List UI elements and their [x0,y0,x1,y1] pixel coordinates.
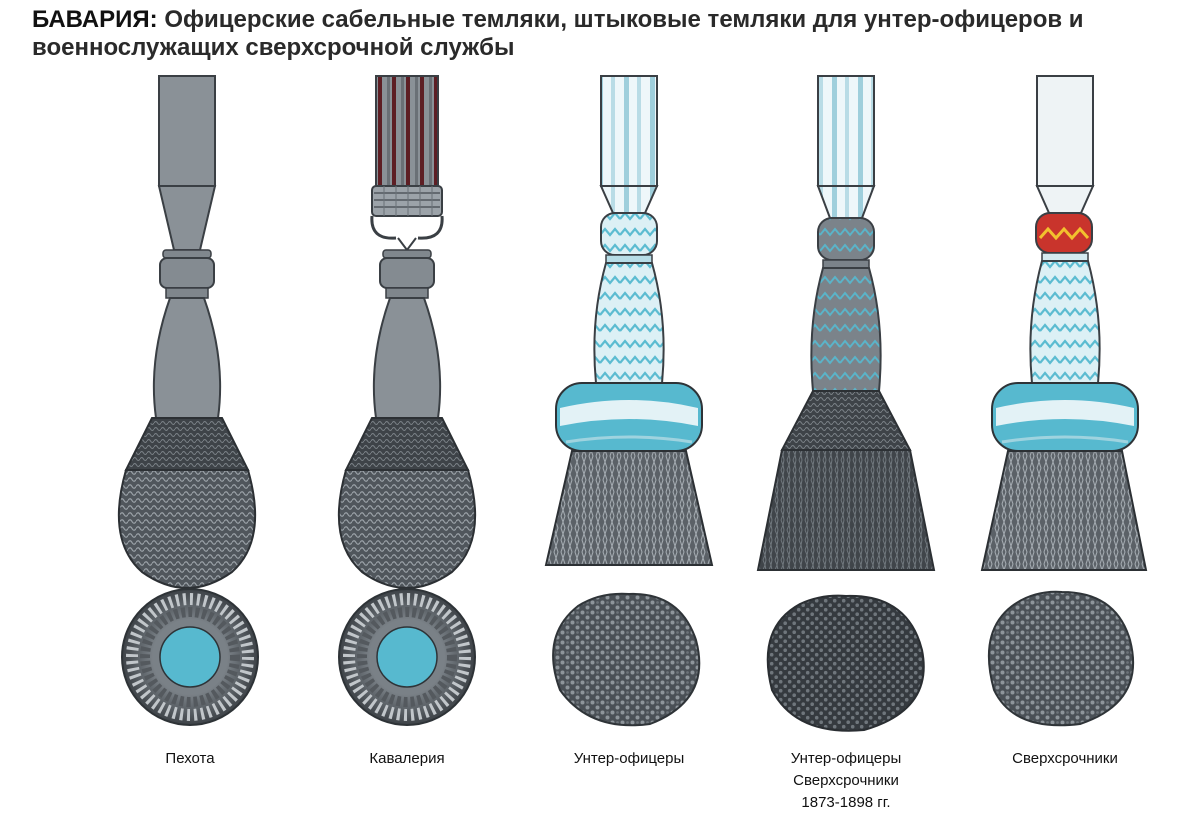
caption-nco-1873: Унтер-офицеры Сверхсрочники 1873-1898 гг… [746,748,946,814]
caption-infantry: Пехота [90,748,290,770]
tassel-infantry [117,75,257,589]
cross-section-infantry [121,588,259,726]
tassel-reenlisted [980,75,1148,571]
title-description: Офицерские сабельные темляки, штыковые т… [32,6,1084,61]
title-label: БАВАРИЯ: [32,6,158,33]
caption-line: Унтер-офицеры [573,750,685,767]
caption-line: Унтер-офицеры [790,750,902,767]
cross-section-nco [552,592,701,727]
cross-section-reenlisted [987,590,1135,727]
cross-section-nco-1873 [766,594,925,732]
tassel-cavalry [337,75,477,589]
caption-line: Сверхсрочники [1012,750,1118,767]
caption-nco: Унтер-офицеры [529,748,729,770]
caption-reenlisted: Сверхсрочники [965,748,1165,770]
caption-cavalry: Кавалерия [307,748,507,770]
caption-line: 1873-1898 гг. [801,794,891,811]
page-title: БАВАРИЯ: Офицерские сабельные темляки, ш… [32,6,1182,62]
tassel-nco-1873 [756,75,936,571]
tassel-nco [544,75,714,566]
caption-line: Сверхсрочники [793,772,899,789]
cross-section-cavalry [338,588,476,726]
caption-line: Пехота [165,750,215,767]
caption-line: Кавалерия [369,750,445,767]
